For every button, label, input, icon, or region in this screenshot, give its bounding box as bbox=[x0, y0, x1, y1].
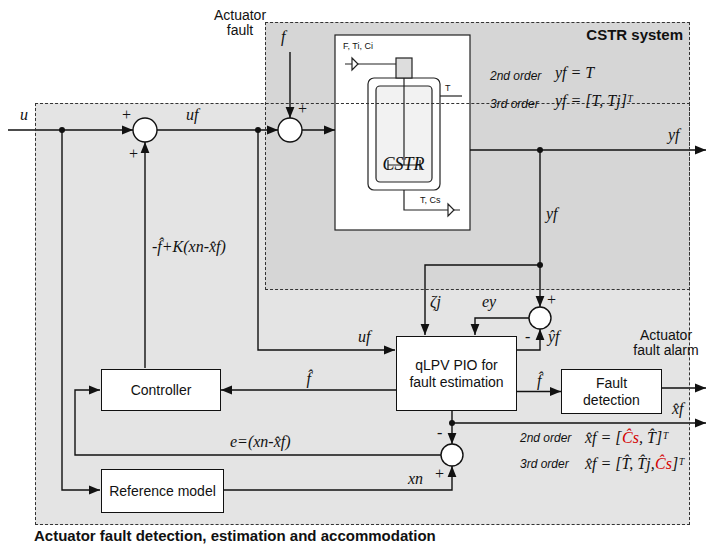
signal-label: Actuator fault bbox=[200, 8, 280, 39]
detection-box: Fault detection bbox=[561, 369, 662, 414]
signal-label: -f̂+K(xn-x̂f) bbox=[152, 238, 226, 256]
signal-label: T, Cs bbox=[420, 196, 441, 206]
region-fill bbox=[265, 22, 690, 290]
wire bbox=[258, 130, 395, 350]
signal-label: x̂f bbox=[672, 400, 684, 418]
signal-label: 2nd order bbox=[520, 432, 571, 445]
signal-label: 3rd order bbox=[520, 458, 569, 471]
signal-label: xn bbox=[408, 470, 423, 488]
wire bbox=[425, 265, 540, 335]
signal-label: F, Ti, Ci bbox=[343, 42, 373, 52]
connector bbox=[221, 389, 396, 390]
signal-label: u bbox=[20, 106, 28, 124]
wire bbox=[220, 466, 452, 490]
signal-label: x̂f = [ bbox=[585, 429, 622, 447]
wire bbox=[539, 150, 540, 307]
sum-junction bbox=[529, 307, 551, 329]
signal-label: yf = [T, Tj]ᵀ bbox=[555, 92, 633, 110]
wire bbox=[655, 387, 706, 388]
node-text: Fault detection bbox=[562, 373, 661, 409]
wire bbox=[302, 129, 335, 130]
node-text: qLPV PIO for fault estimation bbox=[397, 355, 516, 391]
node-text: Actuator fault detection, estimation and… bbox=[34, 527, 436, 544]
signal-label: , T̂]ᵀ bbox=[639, 429, 668, 447]
wire bbox=[452, 422, 706, 423]
signal-label: + bbox=[128, 145, 139, 163]
branch-dots bbox=[59, 127, 543, 426]
wire bbox=[470, 149, 706, 150]
reference-box: Reference model bbox=[101, 469, 224, 513]
signal-label: yf = T bbox=[555, 64, 594, 82]
node-text: Controller bbox=[127, 380, 196, 400]
node-text: Reference model bbox=[105, 481, 220, 501]
signal-label: Ĉs bbox=[622, 429, 639, 447]
signal-label: + bbox=[546, 291, 557, 309]
signal-label: ζj bbox=[430, 293, 441, 311]
edge-label: f̂ bbox=[307, 370, 311, 388]
sum-junction bbox=[133, 118, 157, 142]
signal-label: Ĉs bbox=[655, 455, 672, 473]
signal-label: f bbox=[281, 28, 285, 46]
edge-label: f̂ bbox=[537, 372, 541, 390]
wire bbox=[62, 130, 100, 490]
signal-label: + bbox=[121, 106, 132, 124]
observer-box: qLPV PIO for fault estimation bbox=[396, 336, 517, 411]
reactor-illustration bbox=[335, 35, 470, 230]
signal-label: - bbox=[437, 424, 442, 442]
controller-box: Controller bbox=[101, 369, 221, 411]
signal-label: ]ᵀ bbox=[672, 455, 684, 473]
wire bbox=[451, 410, 452, 444]
signal-label: ey bbox=[482, 293, 496, 311]
signal-label: + bbox=[434, 465, 445, 483]
signal-label: Actuator fault alarm bbox=[628, 328, 704, 359]
wire bbox=[289, 52, 290, 118]
signal-label: uf bbox=[186, 106, 198, 124]
signal-label: - bbox=[525, 328, 530, 346]
sum-junction bbox=[278, 118, 302, 142]
signal-label: x̂f = [T̂, T̂j, bbox=[585, 455, 655, 473]
sum-junction bbox=[441, 444, 463, 466]
cstr-system-box: CSTR systemCSTR bbox=[265, 22, 690, 290]
signal-label: yf bbox=[668, 126, 680, 144]
node-text: CSTR bbox=[336, 154, 471, 175]
wire bbox=[8, 129, 133, 130]
connector bbox=[517, 391, 561, 392]
node-text: CSTR system bbox=[586, 26, 683, 43]
signal-label: T bbox=[445, 84, 451, 94]
wire bbox=[144, 142, 145, 368]
wire bbox=[475, 318, 529, 335]
signal-label: e=(xn-x̂f) bbox=[230, 433, 291, 451]
cstr-block: CSTR bbox=[336, 36, 471, 231]
signal-label: uf bbox=[358, 328, 370, 346]
signal-label: ŷf bbox=[548, 328, 560, 346]
signal-label: 2nd order bbox=[490, 70, 541, 83]
signal-label: 3rd order bbox=[490, 98, 539, 111]
signal-label: yf bbox=[546, 205, 558, 223]
signal-label: + bbox=[297, 100, 308, 118]
